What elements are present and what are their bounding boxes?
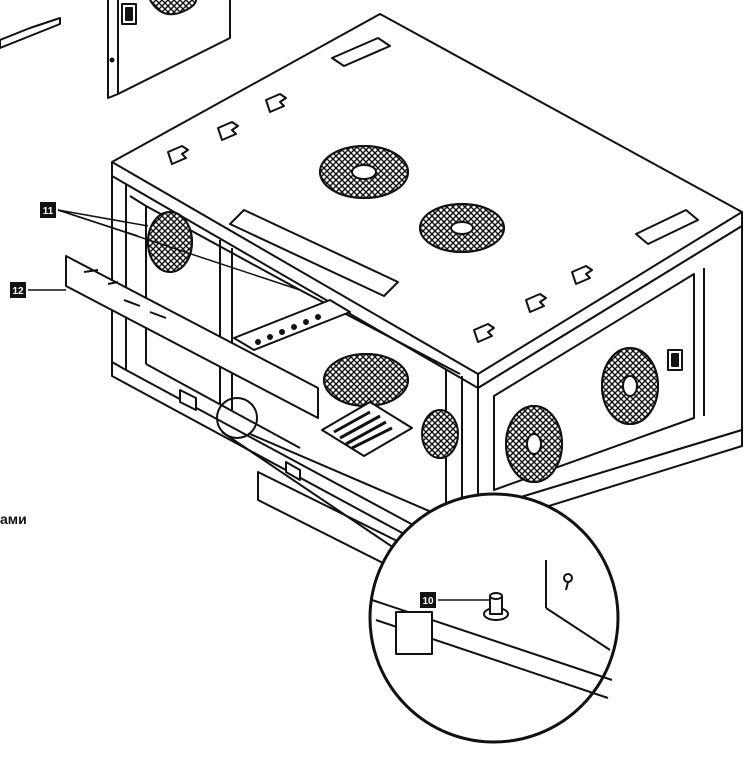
- top-fan-1: [319, 145, 409, 199]
- side-fan-1: [505, 405, 563, 483]
- top-fan-2: [419, 203, 505, 253]
- door-panel: [0, 0, 231, 99]
- callout-leaders: [28, 209, 490, 601]
- callout-12: 12: [10, 282, 26, 298]
- callout-10-label: 10: [422, 596, 434, 607]
- label-plate: [321, 401, 413, 457]
- cabinet-top: [111, 13, 743, 389]
- side-fan-2: [601, 347, 659, 425]
- magnifier: [216, 397, 620, 744]
- callout-11: 11: [40, 202, 56, 218]
- callout-12-label: 12: [12, 286, 24, 297]
- grounding-stud-icon: [483, 592, 509, 621]
- inside-fan-bottom: [323, 353, 409, 407]
- callout-11-label: 11: [43, 206, 54, 217]
- inside-fan-front: [147, 211, 193, 273]
- caption-fragment: ами: [0, 511, 27, 527]
- callout-10: 10: [420, 592, 436, 608]
- inside-fan-back: [421, 409, 459, 459]
